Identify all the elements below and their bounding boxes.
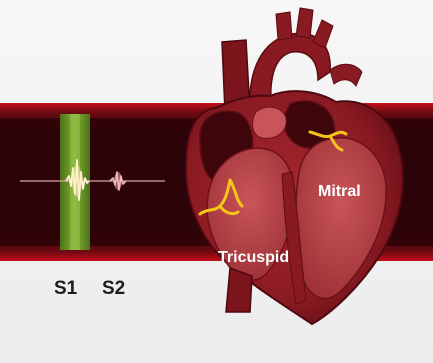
s1-glow	[72, 165, 82, 197]
s2-label: S2	[102, 278, 125, 299]
inferior-vena-cava	[226, 268, 252, 312]
s1-label: S1	[54, 278, 78, 299]
great-vessel-1	[276, 12, 292, 40]
atrial-window	[253, 107, 287, 138]
mitral-label: Mitral	[318, 183, 361, 200]
tricuspid-label: Tricuspid	[218, 249, 289, 266]
s2-glow	[114, 172, 122, 190]
